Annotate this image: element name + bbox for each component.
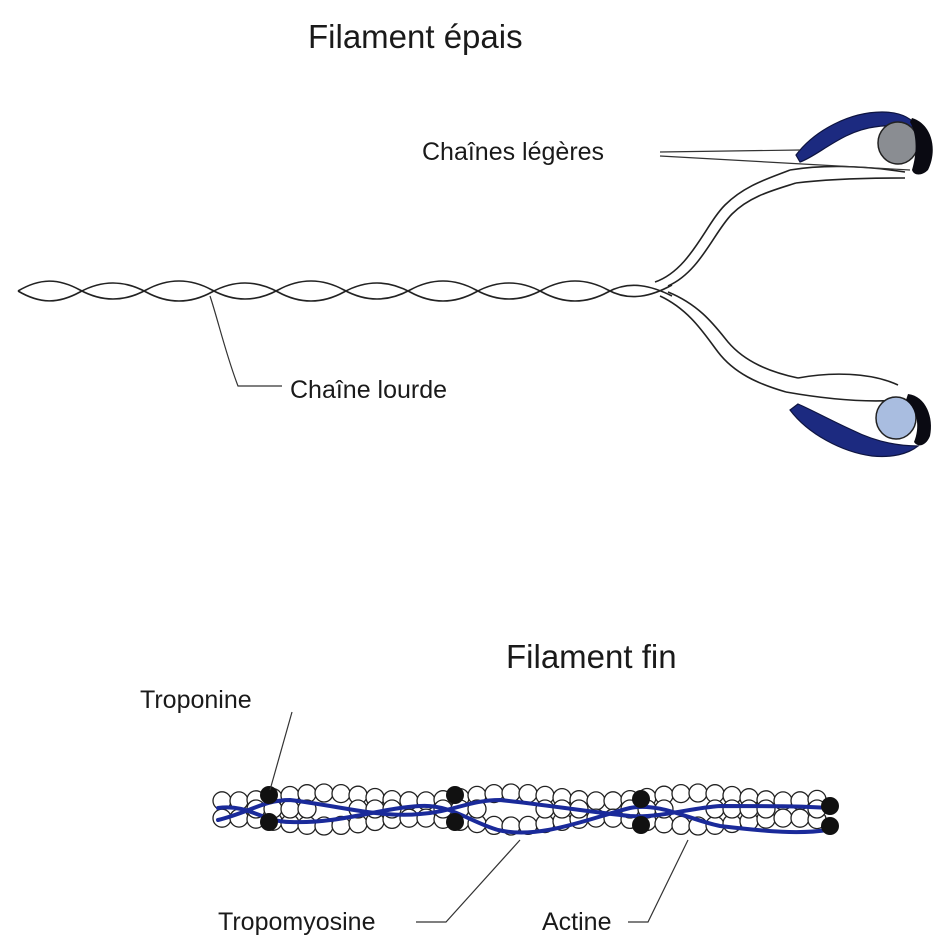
leader-line-actin [628,840,688,922]
actin-monomer [315,784,333,802]
label-troponin: Troponine [140,686,252,714]
actin-monomer [723,800,741,818]
label-actin: Actine [542,908,611,936]
actin-monomer [332,785,350,803]
actin-monomer [672,785,690,803]
actin-monomer [774,809,792,827]
upper-neck [655,166,905,286]
upper-motor-domain [878,122,918,164]
thin-filament: Filament fin Troponine Tropomyosine Acti… [140,638,839,936]
leader-line-heavy-chain [210,296,282,386]
label-light-chains: Chaînes légères [422,138,604,166]
label-tropomyosin: Tropomyosine [218,908,375,936]
label-heavy-chain: Chaîne lourde [290,376,447,404]
leader-lines-light-chains [660,150,910,170]
actin-monomer [672,816,690,834]
leader-line-troponin [270,712,292,790]
lower-neck [660,292,900,401]
actin-monomer [757,800,775,818]
actin-monomer [519,785,537,803]
thin-filament-title: Filament fin [506,638,677,675]
lower-myosin-head [790,394,931,457]
actin-monomer [791,809,809,827]
actin-monomer [587,792,605,810]
actin-monomer [400,809,418,827]
thick-filament-title: Filament épais [308,18,523,55]
actin-monomer [298,816,316,834]
leader-line-tropomyosin [416,840,520,922]
heavy-chain-tail [18,281,672,301]
thick-filament: Filament épais [18,18,933,457]
actin-monomer [604,792,622,810]
actin-monomer [740,800,758,818]
actin-monomer [689,784,707,802]
